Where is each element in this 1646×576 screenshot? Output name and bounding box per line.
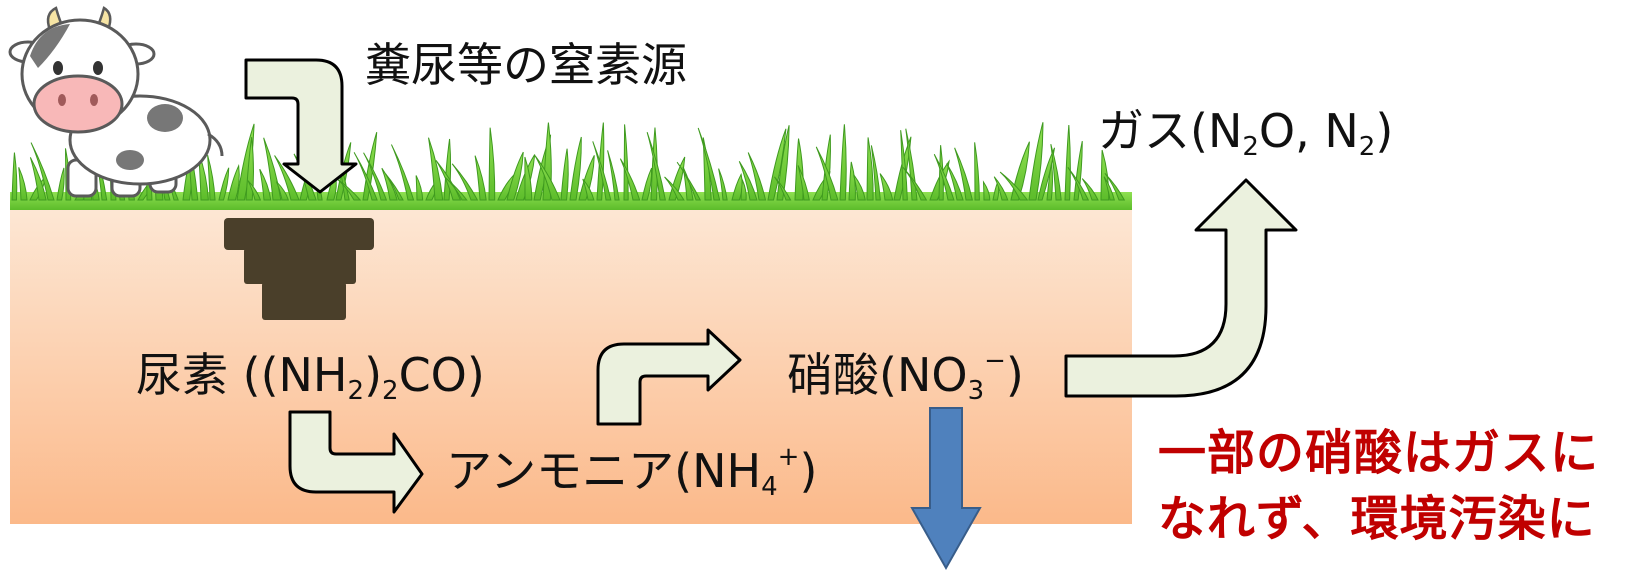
urea-label: 尿素 ((NH2)2CO) bbox=[136, 348, 485, 406]
arrow-source-to-dung bbox=[244, 58, 358, 194]
gas-label: ガス(N2O, N2) bbox=[1098, 104, 1394, 162]
arrow-urea-to-ammonia bbox=[288, 410, 424, 514]
nitrate-label: 硝酸(NO3−) bbox=[787, 346, 1024, 406]
nitrogen-source-label: 糞尿等の窒素源 bbox=[365, 38, 687, 92]
arrow-nitrate-to-gas bbox=[1064, 178, 1298, 398]
leaching-arrow bbox=[910, 407, 982, 571]
warning-line-2: なれず、環境汚染に bbox=[1158, 491, 1596, 547]
warning-line-1: 一部の硝酸はガスに bbox=[1158, 425, 1600, 481]
arrow-ammonia-to-nitrate bbox=[596, 328, 742, 426]
dung-pile-icon bbox=[224, 218, 374, 320]
ammonia-label: アンモニア(NH4+) bbox=[446, 442, 818, 502]
pollution-warning: 一部の硝酸はガスに なれず、環境汚染に bbox=[1158, 420, 1638, 552]
cow-icon bbox=[8, 6, 224, 198]
